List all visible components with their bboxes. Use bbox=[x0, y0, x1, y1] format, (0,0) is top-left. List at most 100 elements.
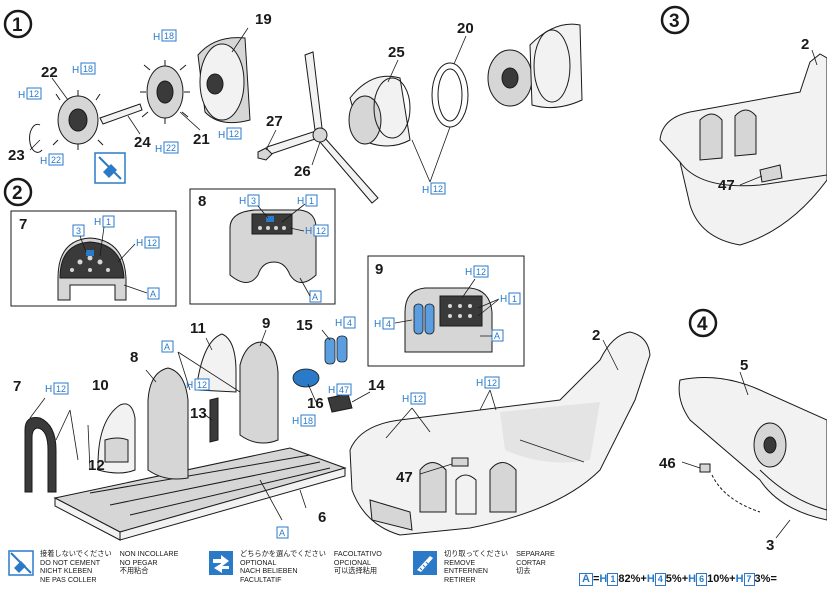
svg-text:H: H bbox=[40, 156, 47, 167]
svg-text:H: H bbox=[476, 378, 483, 389]
color-code: H 22 bbox=[40, 153, 64, 167]
step-number: 4 bbox=[697, 314, 708, 335]
formula-text: 3% bbox=[754, 573, 771, 585]
legend-text: RETIRER bbox=[444, 574, 476, 584]
aircraft-step4 bbox=[678, 377, 827, 521]
part-number: 2 bbox=[801, 36, 809, 53]
leader-lines-step2 bbox=[29, 329, 371, 521]
svg-text:9: 9 bbox=[375, 261, 383, 278]
seat-frame-7 bbox=[24, 417, 57, 493]
svg-text:12: 12 bbox=[56, 384, 66, 394]
part-number: 10 bbox=[92, 377, 109, 394]
part-number: 5 bbox=[740, 357, 748, 374]
legend-text: NON INCOLLARE bbox=[119, 549, 179, 558]
formula-code: 7 bbox=[743, 573, 755, 586]
svg-text:22: 22 bbox=[51, 155, 61, 165]
svg-text:18: 18 bbox=[303, 416, 313, 426]
part-number: 27 bbox=[266, 113, 283, 130]
part-number: 47 bbox=[718, 177, 735, 194]
svg-text:4: 4 bbox=[347, 318, 352, 328]
engine-right-assembled bbox=[487, 23, 583, 109]
optional-arrows-icon bbox=[209, 551, 233, 575]
color-code: H 18 bbox=[72, 62, 96, 76]
legend-text: NE PAS COLLER bbox=[40, 574, 97, 584]
formula-text: + bbox=[681, 573, 689, 585]
svg-text:H: H bbox=[335, 318, 342, 329]
symbol-legend: 接着しないでください DO NOT CEMENT NICHT KLEBEN NE… bbox=[0, 546, 827, 594]
seat-11 bbox=[197, 333, 237, 393]
a-mark: A bbox=[161, 340, 174, 353]
svg-text:H: H bbox=[186, 380, 193, 391]
legend-text: OPCIONAL bbox=[333, 557, 372, 567]
formula-text: = bbox=[770, 573, 777, 585]
part-number: 13 bbox=[190, 405, 207, 422]
svg-text:H: H bbox=[45, 384, 52, 395]
fuselage-half-2 bbox=[349, 331, 651, 536]
part-47-step2 bbox=[451, 457, 469, 467]
part-number: 20 bbox=[457, 20, 474, 37]
part-number: 9 bbox=[262, 315, 270, 332]
step-number: 3 bbox=[669, 11, 680, 32]
formula-h: H bbox=[688, 573, 697, 585]
formula-text: + bbox=[729, 573, 736, 585]
svg-text:8: 8 bbox=[198, 193, 206, 210]
svg-text:18: 18 bbox=[83, 64, 93, 74]
legend-text: DO NOT CEMENT bbox=[40, 557, 101, 567]
step-number: 1 bbox=[12, 15, 23, 36]
fuselage-step3 bbox=[659, 53, 827, 246]
part-number: 19 bbox=[255, 11, 272, 28]
leader-lines-step1 bbox=[29, 27, 467, 183]
svg-text:A: A bbox=[312, 292, 318, 302]
legend-text: どちらかを選んでください bbox=[240, 549, 326, 558]
part-14 bbox=[327, 393, 353, 413]
svg-text:A: A bbox=[164, 342, 170, 352]
ring-20 bbox=[431, 62, 469, 128]
svg-text:12: 12 bbox=[476, 267, 486, 277]
engine-cylinder-21 bbox=[140, 60, 190, 124]
formula-code: 4 bbox=[654, 573, 666, 586]
svg-text:H: H bbox=[18, 90, 25, 101]
propeller-26 bbox=[266, 51, 379, 204]
legend-text: OPTIONAL bbox=[240, 557, 277, 567]
cowling-19 bbox=[197, 37, 251, 124]
a-mark: A bbox=[276, 526, 289, 539]
legend-text: 可以选择粘用 bbox=[333, 566, 378, 576]
cowling-25 bbox=[348, 75, 411, 147]
legend-text: 接着しないでください bbox=[40, 549, 112, 558]
formula-text: 5% bbox=[665, 573, 682, 585]
svg-text:H: H bbox=[153, 32, 160, 43]
svg-text:1: 1 bbox=[309, 196, 314, 206]
svg-text:H: H bbox=[465, 267, 472, 278]
svg-text:H: H bbox=[72, 65, 79, 76]
legend-text: FACOLTATIVO bbox=[333, 549, 382, 558]
formula-h: H bbox=[599, 573, 608, 585]
spinner-27 bbox=[257, 147, 273, 161]
svg-text:18: 18 bbox=[164, 31, 174, 41]
step-number: 2 bbox=[12, 183, 23, 204]
svg-text:12: 12 bbox=[229, 129, 239, 139]
svg-text:3: 3 bbox=[251, 196, 256, 206]
color-code: H 12 bbox=[45, 382, 69, 395]
svg-text:A: A bbox=[494, 331, 500, 341]
svg-text:A: A bbox=[150, 289, 156, 299]
formula-text: 10% bbox=[707, 573, 730, 585]
svg-text:1: 1 bbox=[512, 294, 517, 304]
svg-text:12: 12 bbox=[316, 226, 326, 236]
legend-optional: どちらかを選んでください OPTIONAL NACH BELIEBEN FACU… bbox=[208, 549, 382, 584]
legend-text: ENTFERNEN bbox=[444, 566, 488, 576]
engine-small-22 bbox=[52, 90, 104, 150]
svg-text:H: H bbox=[328, 385, 335, 396]
svg-text:12: 12 bbox=[413, 394, 423, 404]
part-number: 11 bbox=[190, 320, 206, 337]
formula-code: 6 bbox=[696, 573, 708, 586]
svg-text:H: H bbox=[305, 226, 312, 237]
part-number: 8 bbox=[130, 349, 138, 366]
formula-h: H bbox=[735, 573, 744, 585]
